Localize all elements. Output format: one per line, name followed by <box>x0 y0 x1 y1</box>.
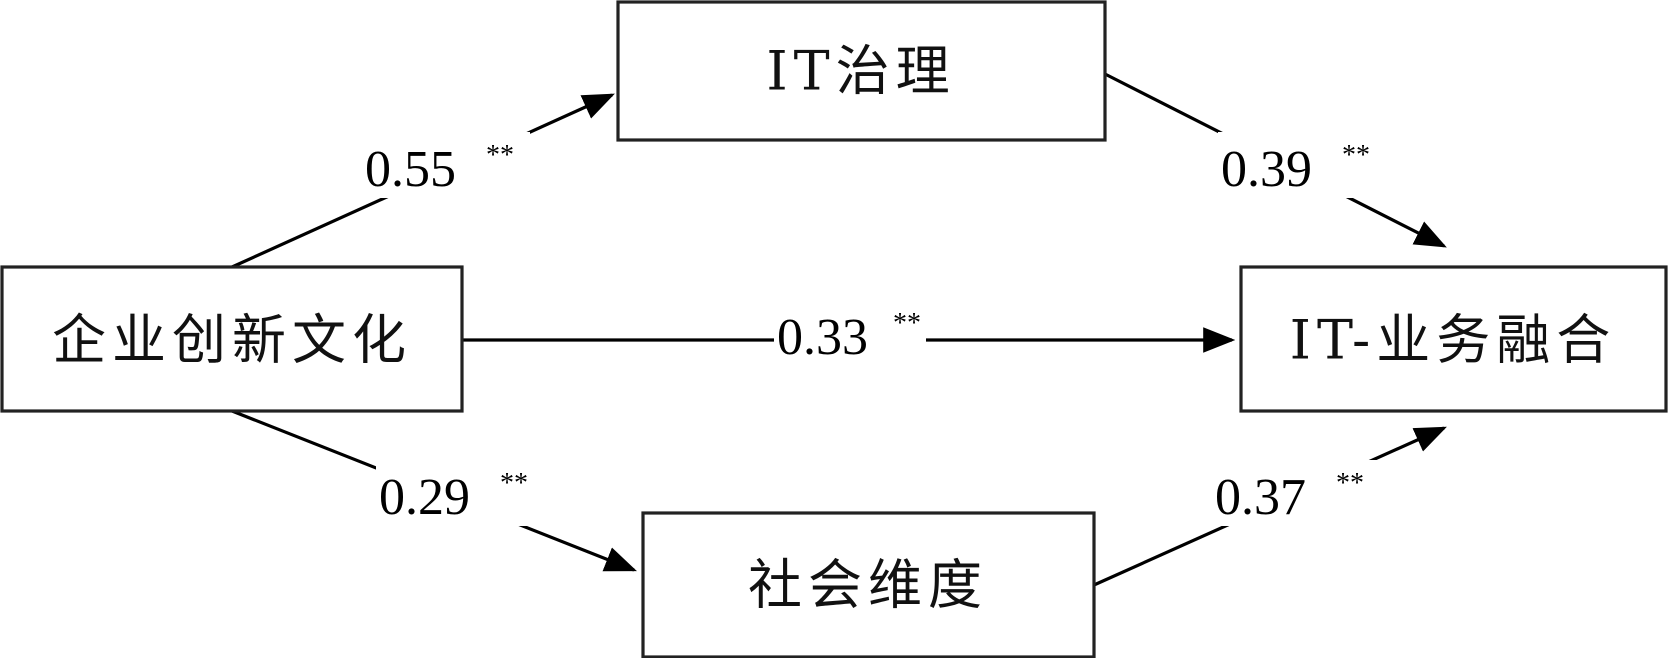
coef-significance: ** <box>486 140 514 171</box>
node-integration: IT-业务融合 <box>1239 265 1668 413</box>
coef-significance: ** <box>1336 468 1364 499</box>
coef-value: 0.29 <box>379 469 470 526</box>
coef-significance: ** <box>500 468 528 499</box>
coef-significance: ** <box>1342 140 1370 171</box>
coef-label-culture-to-integration: 0.33 ** <box>774 300 926 366</box>
coef-label-culture-to-itgov: 0.55 ** <box>362 132 530 198</box>
coefficient-labels: 0.55 ** 0.39 ** 0.33 ** 0.29 ** 0.37 ** <box>362 132 1384 526</box>
node-it-governance: IT治理 <box>616 0 1107 142</box>
coef-value: 0.55 <box>365 141 456 198</box>
coef-label-itgov-to-integration: 0.39 ** <box>1218 132 1384 198</box>
node-label: 企业创新文化 <box>52 309 412 372</box>
coef-value: 0.39 <box>1221 141 1312 198</box>
node-label: IT治理 <box>766 40 955 103</box>
node-social: 社会维度 <box>641 511 1096 658</box>
coef-label-culture-to-social: 0.29 ** <box>376 460 544 526</box>
coef-label-social-to-integration: 0.37 ** <box>1212 460 1378 526</box>
node-box <box>641 511 1096 658</box>
node-culture: 企业创新文化 <box>0 265 464 413</box>
node-box <box>616 0 1107 142</box>
coef-value: 0.33 <box>777 309 868 366</box>
coef-value: 0.37 <box>1215 469 1306 526</box>
node-label: IT-业务融合 <box>1290 309 1617 372</box>
node-box <box>0 265 464 413</box>
coef-significance: ** <box>893 308 921 339</box>
node-box <box>1239 265 1668 413</box>
node-label: 社会维度 <box>748 554 988 617</box>
